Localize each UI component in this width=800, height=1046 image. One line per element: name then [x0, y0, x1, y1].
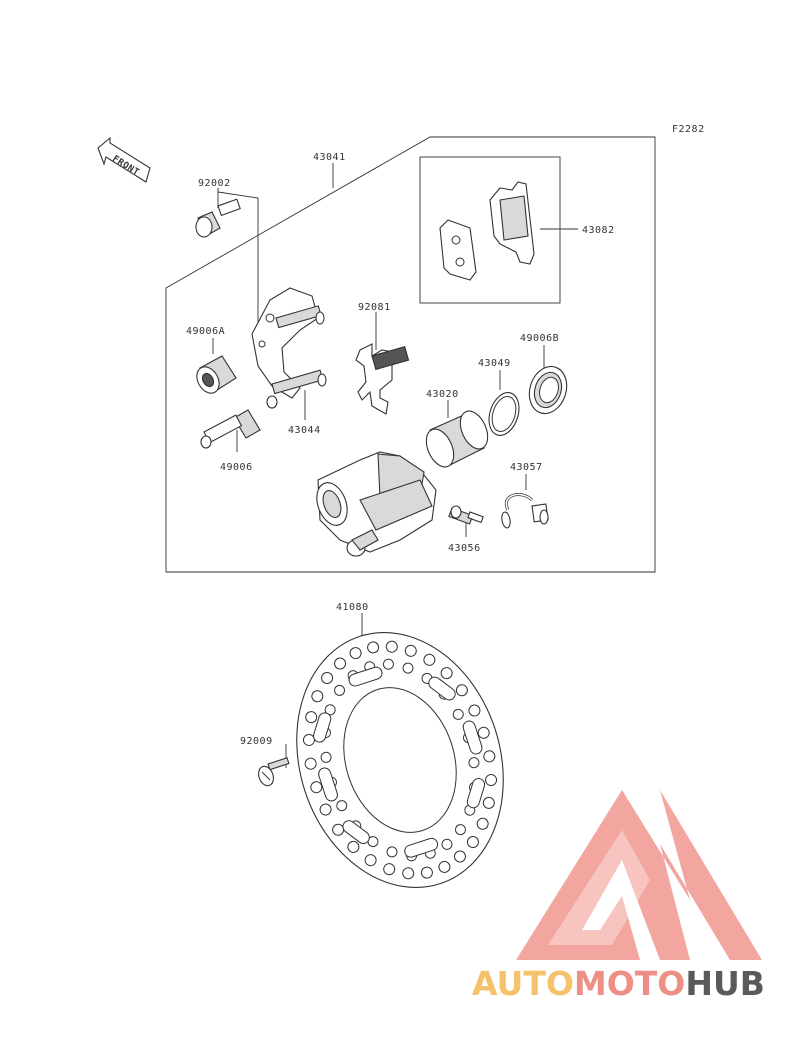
- part-label-43044: 43044: [288, 425, 321, 436]
- disc-hole: [305, 711, 318, 724]
- disc-hole: [321, 672, 334, 685]
- part-label-92002: 92002: [198, 178, 231, 189]
- part-label-49006: 49006: [220, 462, 253, 473]
- disc-hole: [468, 704, 481, 717]
- disc-hole: [438, 860, 451, 873]
- part-label-92081: 92081: [358, 302, 391, 313]
- disc-hole: [440, 667, 453, 680]
- logo-text-auto: AUTO: [472, 964, 574, 1003]
- logo-text: AUTOMOTOHUB: [472, 964, 765, 1003]
- disc-hole: [423, 653, 436, 666]
- bolt-92002-drawing: [195, 198, 241, 238]
- disc-hole: [349, 647, 362, 660]
- dust-seal-49006B-drawing: [528, 365, 568, 415]
- disc-hole: [364, 854, 377, 867]
- disc-hole: [404, 644, 417, 657]
- caliper-body-drawing: [316, 451, 437, 557]
- disc-hole: [334, 684, 346, 696]
- disc-hole: [304, 757, 317, 770]
- logo-text-hub: HUB: [685, 964, 765, 1003]
- disc-hole: [476, 817, 489, 830]
- disc-hole: [452, 708, 464, 720]
- disc-hole: [402, 867, 415, 880]
- pad-spring-92081-drawing: [355, 343, 410, 415]
- disc-hole: [420, 866, 433, 879]
- disc-hole: [466, 835, 479, 848]
- part-label-43049: 43049: [478, 358, 511, 369]
- front-arrow-icon: FRONT: [97, 136, 151, 183]
- disc-hole: [334, 657, 347, 670]
- automotohub-logo: AUTOMOTOHUB: [472, 790, 765, 1003]
- disc-hole: [385, 640, 398, 653]
- part-label-43082: 43082: [582, 225, 615, 236]
- disc-hole: [319, 803, 332, 816]
- caliper-assembly-box: [165, 136, 656, 573]
- brake-pads-drawing: [439, 181, 535, 281]
- part-label-43041: 43041: [313, 152, 346, 163]
- seal-43049-drawing: [488, 392, 520, 436]
- part-label-43057: 43057: [510, 462, 543, 473]
- brake-pad-box: [419, 156, 561, 304]
- disc-hole: [483, 750, 496, 763]
- caliper-bracket-drawing: [251, 287, 327, 409]
- disc-hole: [367, 641, 380, 654]
- part-label-49006A: 49006A: [186, 326, 225, 337]
- disc-hole: [485, 774, 498, 787]
- piston-43020-drawing: [425, 410, 489, 468]
- part-label-49006B: 49006B: [520, 333, 559, 344]
- disc-hole: [402, 662, 414, 674]
- figure-code: F2282: [672, 124, 705, 135]
- pin-49006-drawing: [200, 409, 261, 449]
- disc-hole: [320, 751, 332, 763]
- disc-hole: [383, 863, 396, 876]
- disc-hole: [311, 690, 324, 703]
- logo-text-moto: MOTO: [574, 964, 685, 1003]
- boot-49006A-drawing: [196, 355, 237, 394]
- part-label-92009: 92009: [240, 736, 273, 747]
- disc-hole: [336, 800, 348, 812]
- bleeder-cap-43057-drawing: [501, 493, 549, 529]
- disc-hole: [468, 757, 480, 769]
- screw-92009-drawing: [258, 757, 290, 787]
- disc-hole: [347, 840, 360, 853]
- leader-lines: [212, 163, 578, 768]
- disc-hole: [482, 796, 495, 809]
- disc-hole: [453, 850, 466, 863]
- brake-disc-41080-drawing: [296, 632, 504, 888]
- disc-hole: [367, 836, 379, 848]
- disc-hole: [455, 684, 468, 697]
- part-label-41080: 41080: [336, 602, 369, 613]
- disc-hole: [382, 658, 394, 670]
- disc-hole: [324, 704, 336, 716]
- part-label-43056: 43056: [448, 543, 481, 554]
- disc-hole: [386, 846, 398, 858]
- part-label-43020: 43020: [426, 389, 459, 400]
- bleed-valve-43056-drawing: [448, 505, 484, 525]
- disc-hole: [441, 838, 453, 850]
- disc-hole: [454, 824, 466, 836]
